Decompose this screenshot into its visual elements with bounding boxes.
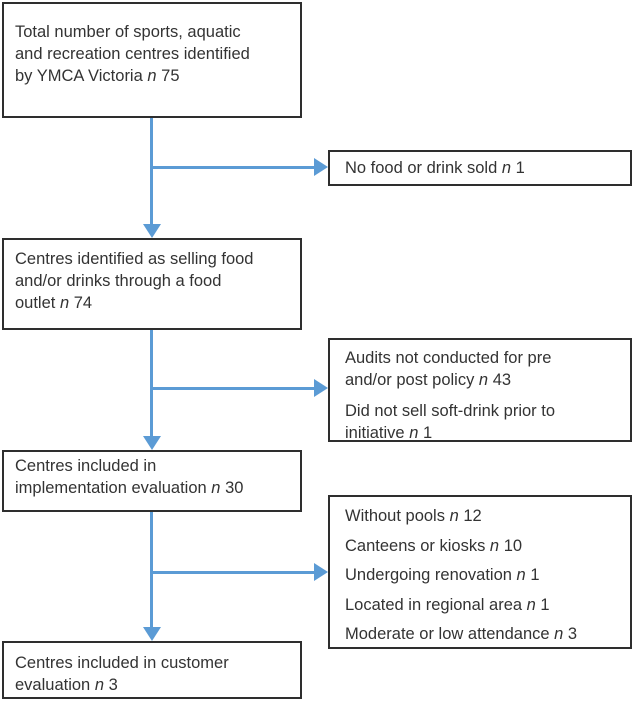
box-customer-evaluation: Centres included in customer evaluation … — [2, 641, 302, 699]
arrow-right-icon — [314, 379, 328, 397]
box-centres-selling-food: Centres identified as selling food and/o… — [2, 238, 302, 330]
box-text-line: Canteens or kiosks n 10 — [345, 536, 523, 555]
box-text-line: and/or post policy n 43 — [345, 371, 512, 389]
arrow-down-icon — [143, 627, 161, 641]
connector-line-branch — [151, 166, 314, 169]
connector-line-branch — [151, 387, 314, 390]
box-text-line: Audits not conducted for pre — [345, 349, 552, 367]
box-text-line: Centres identified as selling food — [15, 250, 254, 268]
box-text-line: Moderate or low attendance n 3 — [345, 625, 578, 643]
box-implementation-exclusions: Without pools n 12 Canteens or kiosks n … — [328, 495, 632, 649]
box-text-line: by YMCA Victoria n 75 — [15, 67, 180, 85]
box-text-line: Centres included in — [15, 457, 157, 475]
box-text-line: implementation evaluation n 30 — [15, 479, 244, 497]
box-text-line: Centres included in customer — [15, 654, 229, 672]
connector-line-vertical — [150, 330, 153, 436]
arrow-down-icon — [143, 224, 161, 238]
box-text-line: outlet n 74 — [15, 294, 93, 312]
box-total-centres: Total number of sports, aquatic and recr… — [2, 2, 302, 118]
box-audits-not-conducted: Audits not conducted for pre and/or post… — [328, 338, 632, 442]
box-text-line: Located in regional area n 1 — [345, 595, 550, 614]
box-implementation-evaluation: Centres included in implementation evalu… — [2, 450, 302, 512]
box-text-line: Total number of sports, aquatic — [15, 23, 241, 41]
box-text-line: evaluation n 3 — [15, 676, 118, 694]
box-text-line: Without pools n 12 — [345, 507, 482, 525]
box-text-line: No food or drink sold n 1 — [345, 159, 525, 177]
box-no-food-sold: No food or drink sold n 1 — [328, 150, 632, 186]
box-text-line: initiative n 1 — [345, 424, 433, 442]
arrow-right-icon — [314, 563, 328, 581]
connector-line-vertical — [150, 512, 153, 627]
box-text-line: and recreation centres identified — [15, 45, 250, 63]
connector-line-vertical — [150, 118, 153, 224]
box-text-line: and/or drinks through a food — [15, 272, 222, 290]
arrow-right-icon — [314, 158, 328, 176]
box-text-line: Did not sell soft-drink prior to — [345, 402, 555, 420]
box-text-line: Undergoing renovation n 1 — [345, 566, 540, 584]
connector-line-branch — [151, 571, 314, 574]
arrow-down-icon — [143, 436, 161, 450]
